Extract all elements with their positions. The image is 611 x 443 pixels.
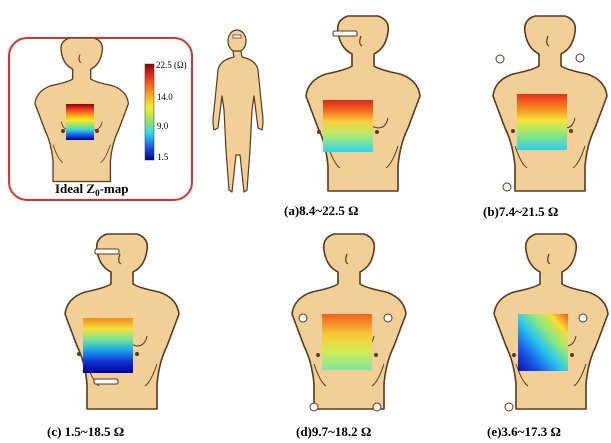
electrode-b-lower-left: [503, 183, 511, 191]
caption-a: (a)8.4~22.5 Ω: [284, 203, 359, 218]
electrode-c-forehead: [95, 249, 119, 254]
colorbar-tick: 1.5: [157, 152, 169, 162]
nipple-left: [61, 129, 65, 133]
electrode-e-shoulder-right: [579, 314, 587, 322]
full-body-figure: [213, 30, 263, 192]
heatmap-a: [323, 100, 373, 152]
colorbar-tick: 14.0: [157, 92, 173, 102]
heatmap-e: [518, 314, 568, 371]
ideal-map-panel: 22.5 (Ω) 14.0 9.0 1.5 Ideal Z0-map: [9, 38, 192, 200]
colorbar: [145, 64, 154, 160]
panel-b: (b)7.4~21.5 Ω: [483, 16, 607, 219]
electrode-b-ear-left: [496, 55, 504, 63]
panel-a: (a)8.4~22.5 Ω: [284, 16, 420, 218]
panel-c: (c) 1.5~18.5 Ω: [47, 234, 179, 439]
caption-c: (c) 1.5~18.5 Ω: [47, 424, 124, 439]
panel-e: (e)3.6~17.3 Ω: [487, 234, 608, 439]
heatmap-d: [322, 314, 372, 370]
colorbar-tick: 9.0: [157, 121, 169, 131]
electrode-c-abdomen: [94, 379, 118, 384]
electrode-e-lower-left: [505, 403, 513, 411]
colorbar-top-label: 22.5 (Ω): [156, 60, 187, 70]
panel-d: (d)9.7~18.2 Ω: [292, 234, 406, 439]
electrode-d-shoulder-right: [384, 314, 392, 322]
electrode-a-forehead: [333, 31, 357, 36]
electrode-b-ear-right: [576, 54, 584, 62]
nipple-right: [95, 129, 99, 133]
heatmap-b: [517, 94, 567, 150]
caption-b: (b)7.4~21.5 Ω: [483, 204, 558, 219]
electrode-d-lower-left: [310, 403, 318, 411]
ideal-heatmap: [66, 104, 94, 140]
heatmap-c: [83, 318, 133, 373]
electrode-d-shoulder-left: [299, 314, 307, 322]
caption-d: (d)9.7~18.2 Ω: [296, 424, 371, 439]
ideal-title: Ideal Z0-map: [55, 181, 128, 198]
caption-e: (e)3.6~17.3 Ω: [487, 424, 561, 439]
electrode-d-lower-right: [373, 403, 381, 411]
